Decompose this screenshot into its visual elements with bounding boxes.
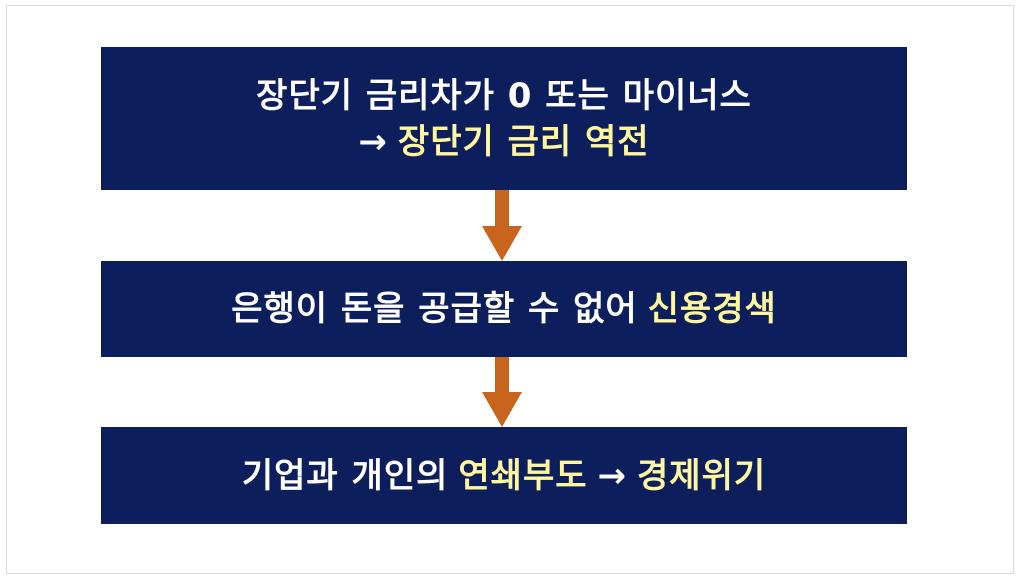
step1-line2: →장단기 금리 역전 <box>358 119 649 165</box>
arrow-down-icon <box>482 357 522 427</box>
step2-highlight: 신용경색 <box>647 289 777 329</box>
step2-text: 은행이 돈을 공급할 수 없어 <box>231 289 638 329</box>
step-box-yield-curve: 장단기 금리차가 0 또는 마이너스 →장단기 금리 역전 <box>101 47 907 190</box>
step3-arrow-text: → <box>597 455 628 496</box>
step3-highlight2: 경제위기 <box>637 455 767 496</box>
step3-text: 기업과 개인의 <box>241 455 449 496</box>
step1-arrow-text: → <box>358 121 388 162</box>
step1-highlight: 장단기 금리 역전 <box>397 121 650 162</box>
step1-line1: 장단기 금리차가 0 또는 마이너스 <box>256 75 752 116</box>
step3-highlight1: 연쇄부도 <box>458 455 588 496</box>
arrow-down-icon <box>482 190 522 261</box>
